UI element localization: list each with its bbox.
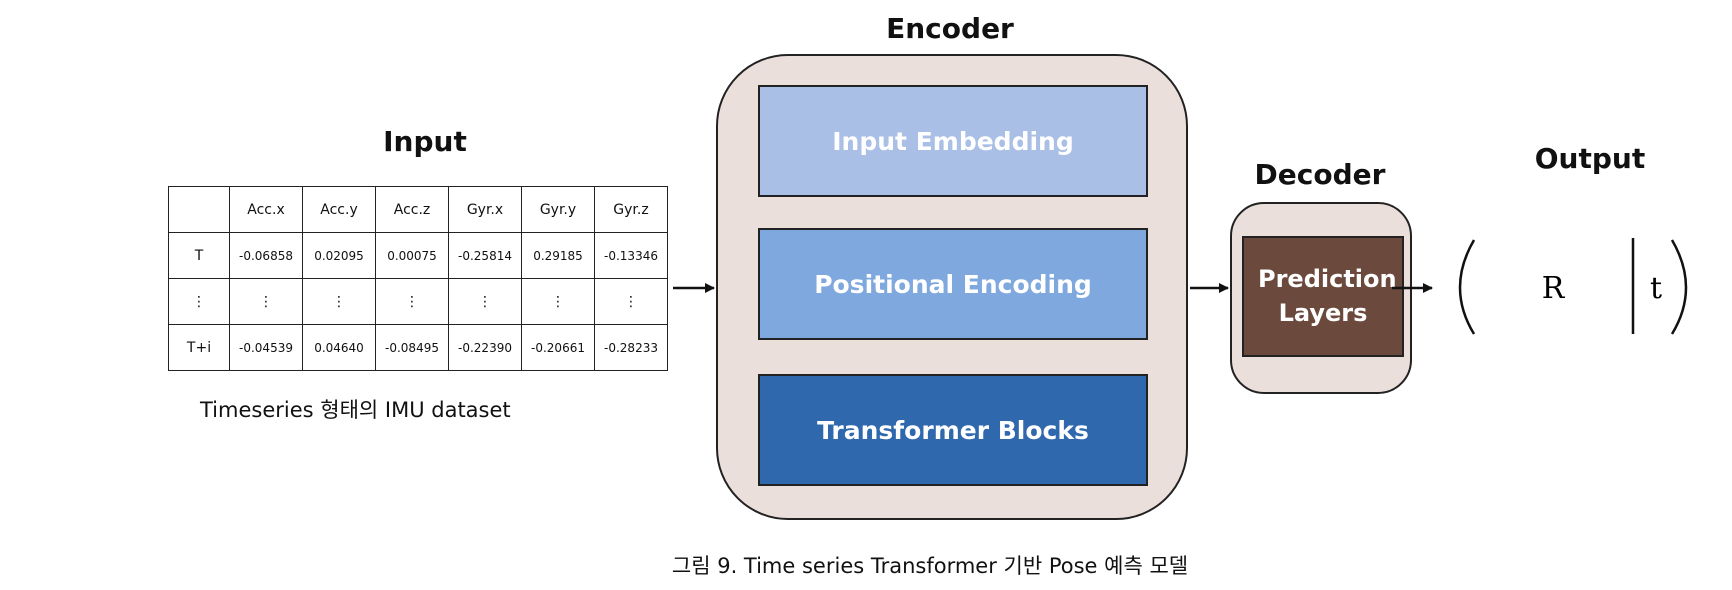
table-header-cell: Gyr.y [521,186,595,233]
table-header-cell: Gyr.z [594,186,668,233]
right-paren-icon [1670,239,1688,335]
table-header-cell [168,186,230,233]
table-row-label: T+i [168,324,230,371]
encoder-heading: Encoder [886,12,1014,45]
table-row: T+i -0.04539 0.04640 -0.08495 -0.22390 -… [168,324,668,371]
table-cell: -0.20661 [521,324,595,371]
translation-symbol: t [1650,271,1662,306]
table-cell: -0.28233 [594,324,668,371]
table-cell: -0.08495 [375,324,449,371]
table-cell: ⋮ [594,278,668,325]
input-embedding-layer: Input Embedding [758,85,1148,197]
table-cell: ⋮ [302,278,376,325]
table-header-cell: Acc.x [229,186,303,233]
table-cell: 0.00075 [375,232,449,279]
table-cell: ⋮ [229,278,303,325]
table-cell: -0.22390 [448,324,522,371]
table-cell: -0.06858 [229,232,303,279]
input-heading: Input [383,125,467,158]
prediction-layers-box: Prediction Layers [1242,236,1404,357]
table-cell: -0.13346 [594,232,668,279]
transformer-blocks-layer: Transformer Blocks [758,374,1148,486]
figure-caption: 그림 9. Time series Transformer 기반 Pose 예측… [671,554,1189,578]
table-row: T -0.06858 0.02095 0.00075 -0.25814 0.29… [168,232,668,279]
table-header-row: Acc.x Acc.y Acc.z Gyr.x Gyr.y Gyr.z [168,186,668,233]
prediction-layers-label: Prediction Layers [1258,264,1397,327]
table-row: ⋮ ⋮ ⋮ ⋮ ⋮ ⋮ ⋮ [168,278,668,325]
imu-data-table: Acc.x Acc.y Acc.z Gyr.x Gyr.y Gyr.z T -0… [168,186,668,371]
table-cell: ⋮ [521,278,595,325]
left-paren-icon [1458,239,1476,335]
table-row-label: T [168,232,230,279]
output-heading: Output [1534,142,1646,175]
table-caption: Timeseries 형태의 IMU dataset [200,398,511,422]
positional-encoding-layer: Positional Encoding [758,228,1148,340]
decoder-heading: Decoder [1254,158,1386,191]
table-cell: 0.02095 [302,232,376,279]
table-cell: -0.25814 [448,232,522,279]
rotation-symbol: R [1542,271,1566,306]
table-row-label: ⋮ [168,278,230,325]
